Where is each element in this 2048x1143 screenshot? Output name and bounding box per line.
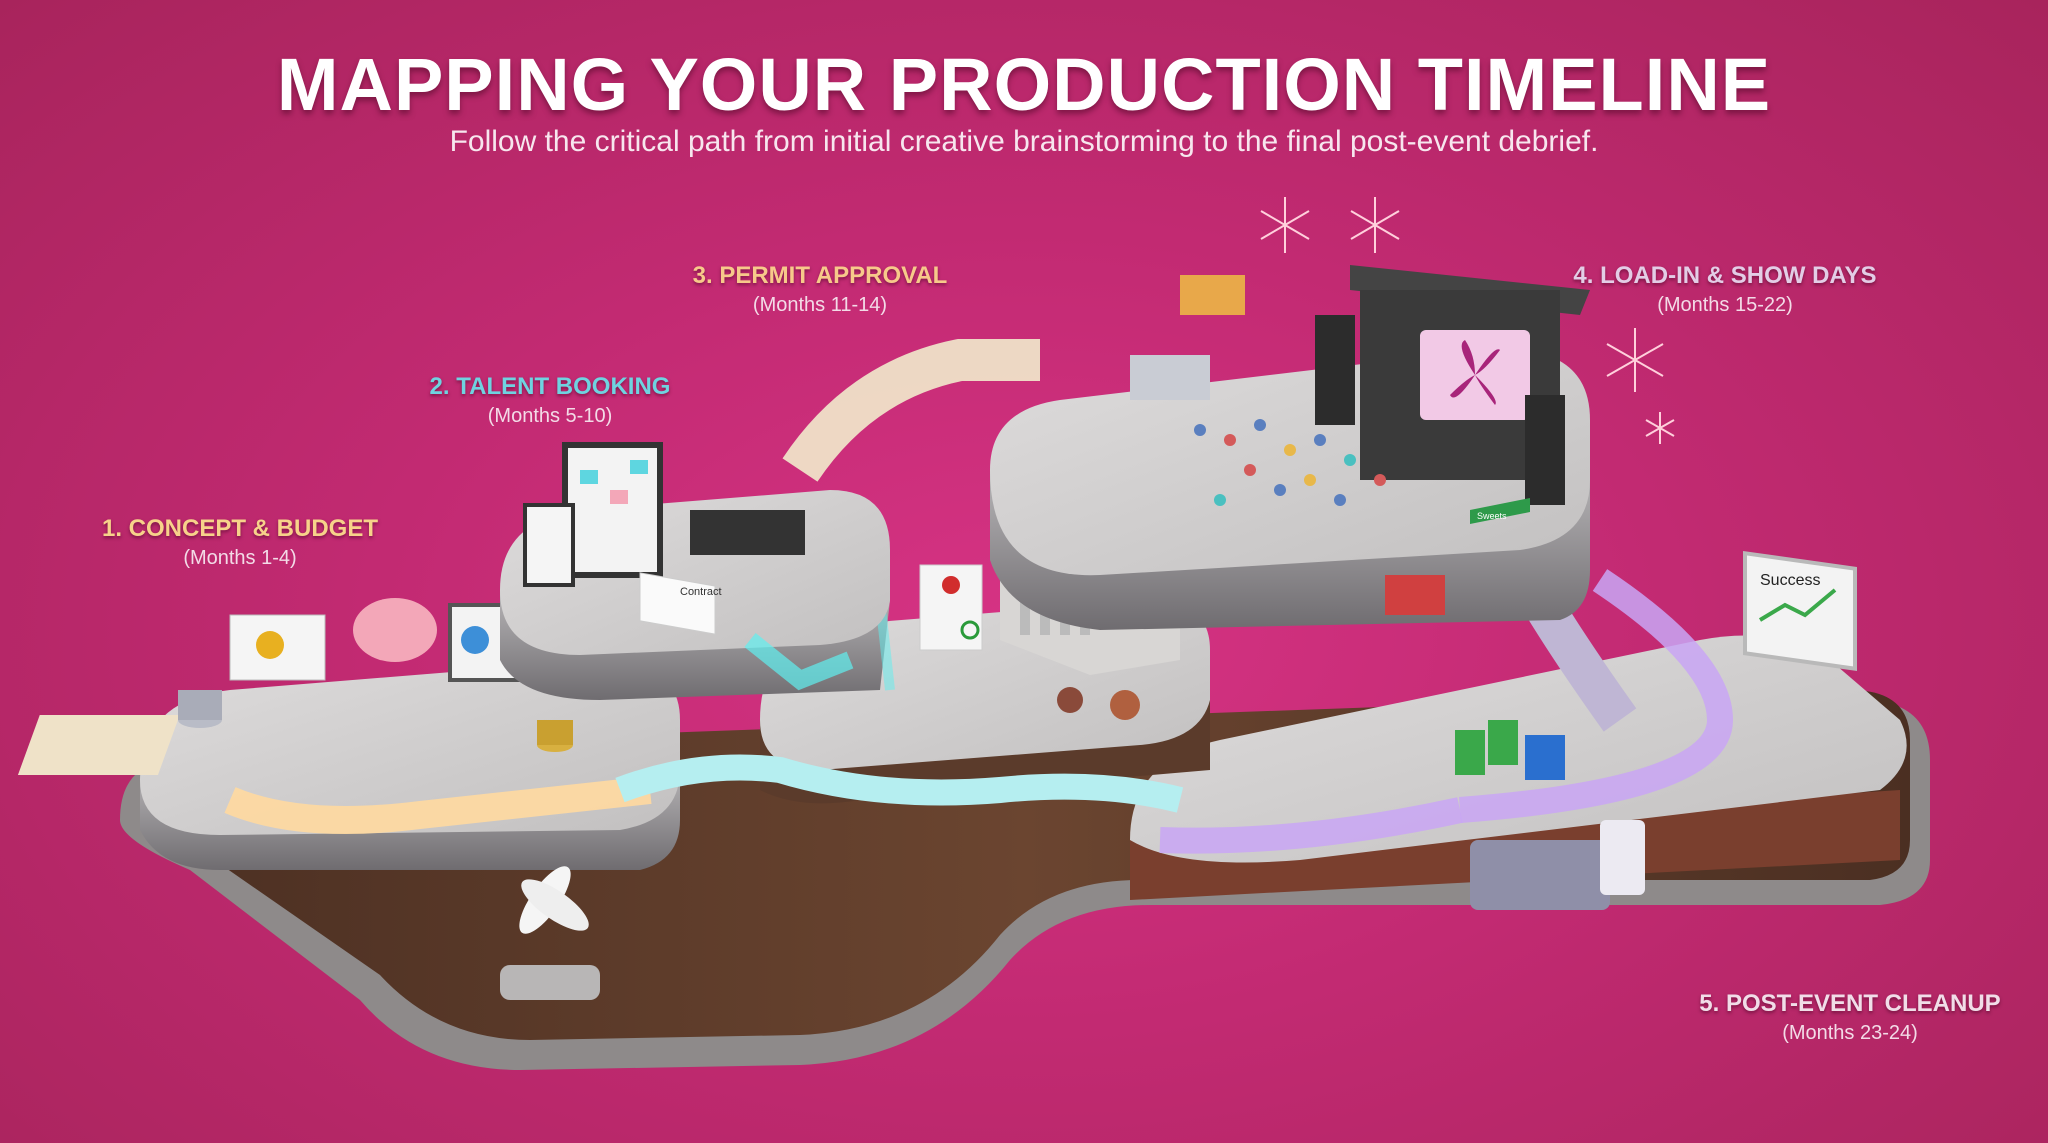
garbage-truck (1470, 840, 1610, 910)
stage-name: 1. CONCEPT & BUDGET (101, 515, 379, 542)
booking-tablet (523, 503, 575, 587)
stage-months: (Months 23-24) (1782, 1022, 1918, 1044)
stage-months: (Months 1-4) (183, 547, 297, 569)
platform-show: Sweets (990, 265, 1590, 630)
stage-label-1: 1. CONCEPT & BUDGET (Months 1-4) (90, 515, 390, 570)
success-board: Success (1743, 550, 1857, 671)
success-board-label: Success (1760, 572, 1820, 589)
stage-label-3: 3. PERMIT APPROVAL (Months 11-14) (670, 262, 970, 317)
cargo-truck (1130, 355, 1210, 400)
contract-document: Contract (639, 572, 722, 635)
ramp-to-permits-stage (782, 339, 1040, 482)
concert-stage (1315, 265, 1590, 505)
stage-months: (Months 5-10) (487, 405, 613, 427)
food-stall (1180, 275, 1245, 315)
stage-months: (Months 15-22) (1657, 294, 1793, 316)
speaker-left (1315, 315, 1355, 425)
stage-label-2: 2. TALENT BOOKING (Months 5-10) (400, 373, 700, 428)
stage-label-4: 4. LOAD-IN & SHOW DAYS (Months 15-22) (1555, 262, 1895, 317)
stage-label-5: 5. POST-EVENT CLEANUP (Months 23-24) (1680, 990, 2020, 1045)
entrance-sign: Sweets (1470, 498, 1530, 524)
stage-name: 3. PERMIT APPROVAL (692, 262, 948, 289)
crowd (1194, 419, 1386, 506)
page-title: MAPPING YOUR PRODUCTION TIMELINE (276, 43, 1772, 126)
entrance-sign-label: Sweets (1477, 511, 1507, 521)
food-cart (1385, 575, 1445, 615)
stage-name: 4. LOAD-IN & SHOW DAYS (1573, 262, 1877, 289)
meeting-table (17, 715, 180, 775)
platform-cleanup: Success (1130, 550, 1907, 910)
stage-name: 5. POST-EVENT CLEANUP (1699, 990, 2001, 1017)
stage-screen (1420, 330, 1530, 420)
piggy-bank (353, 598, 437, 662)
page-subtitle: Follow the critical path from initial cr… (449, 125, 1599, 158)
contract-label: Contract (680, 586, 722, 598)
stage-name: 2. TALENT BOOKING (429, 373, 671, 400)
logo-sculpture (500, 866, 600, 1000)
bridge-path (615, 754, 1184, 813)
stage-months: (Months 11-14) (752, 294, 888, 316)
speaker-right (1525, 395, 1565, 505)
dj-stage (690, 510, 805, 555)
platform-talent: Contract (500, 442, 895, 700)
fireworks (1260, 197, 1675, 444)
platform-concept (17, 598, 680, 870)
